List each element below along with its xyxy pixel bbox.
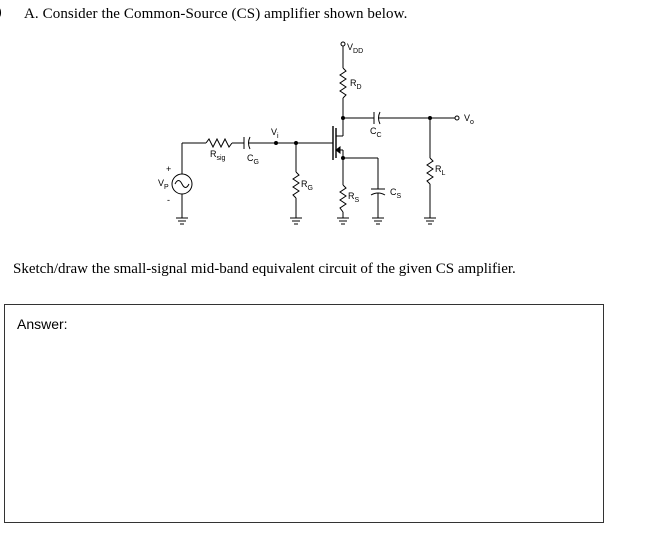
vdd-terminal bbox=[340, 41, 346, 47]
gate-node-dot bbox=[294, 141, 298, 145]
drain-node-dot bbox=[341, 116, 345, 120]
plus-sign: + bbox=[166, 164, 171, 174]
rd-resistor bbox=[339, 67, 347, 99]
question-marker: ) bbox=[0, 5, 2, 21]
rsig-resistor bbox=[205, 137, 233, 149]
cs-amplifier-circuit-diagram: VDD RD CC Vo Vi Rsig CG RG RS CS RL VP +… bbox=[158, 41, 474, 225]
cs-capacitor bbox=[370, 158, 386, 218]
vp-label: VP bbox=[158, 178, 169, 191]
rl-resistor bbox=[426, 157, 434, 185]
rs-resistor bbox=[339, 184, 347, 213]
answer-label: Answer: bbox=[17, 316, 68, 332]
vo-terminal bbox=[454, 115, 460, 121]
rl-label: RL bbox=[435, 164, 446, 177]
ground-symbol bbox=[176, 217, 188, 225]
mosfet-transistor bbox=[332, 118, 344, 160]
source-node-dot bbox=[341, 156, 345, 160]
ground-symbol bbox=[424, 217, 436, 225]
cg-capacitor bbox=[243, 136, 312, 150]
instruction-text: Sketch/draw the small-signal mid-band eq… bbox=[13, 261, 516, 277]
cs-label: CS bbox=[390, 187, 402, 200]
output-node-dot bbox=[428, 116, 432, 120]
cg-label: CG bbox=[247, 153, 259, 166]
rg-resistor bbox=[292, 171, 300, 199]
cc-label: CC bbox=[370, 126, 382, 139]
minus-sign: - bbox=[167, 195, 170, 205]
rg-label: RG bbox=[301, 179, 313, 192]
ground-symbol bbox=[337, 217, 349, 225]
vi-node-dot bbox=[274, 141, 278, 145]
answer-box[interactable]: Answer: bbox=[4, 304, 604, 523]
vo-label: Vo bbox=[464, 113, 474, 126]
ground-symbol bbox=[372, 217, 384, 225]
rd-label: RD bbox=[350, 78, 362, 91]
vi-label: Vi bbox=[271, 127, 279, 140]
vdd-label: VDD bbox=[347, 42, 363, 55]
rs-label: RS bbox=[348, 191, 360, 204]
question-text: A. Consider the Common-Source (CS) ampli… bbox=[24, 6, 408, 22]
ground-symbol bbox=[290, 217, 302, 225]
rsig-label: Rsig bbox=[210, 149, 226, 162]
cc-capacitor bbox=[368, 111, 386, 125]
